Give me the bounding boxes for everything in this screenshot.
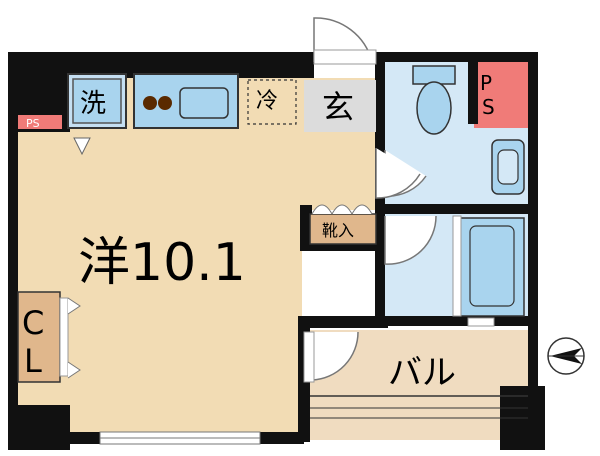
fridge-label: 冷 bbox=[256, 89, 278, 114]
closet-l-label: L bbox=[24, 342, 42, 380]
entrance-floor bbox=[304, 80, 376, 132]
toilet bbox=[416, 81, 452, 135]
entrance-label: 玄 bbox=[322, 88, 354, 126]
ps-right-p-label: P bbox=[480, 71, 492, 95]
sink bbox=[179, 87, 229, 119]
compass-icon bbox=[547, 337, 585, 375]
closet-c-label: C bbox=[22, 304, 44, 342]
bath-door bbox=[384, 215, 437, 265]
shoe-storage bbox=[309, 213, 377, 245]
washer-label: 洗 bbox=[80, 89, 106, 119]
western-room-label: 洋10.1 bbox=[78, 233, 246, 293]
drain-marker bbox=[73, 137, 91, 156]
ps-right-box bbox=[474, 62, 528, 128]
stove-burner bbox=[143, 96, 157, 110]
closet bbox=[17, 291, 61, 383]
western-room-floor bbox=[15, 132, 302, 432]
ps-left-label: PS bbox=[26, 117, 40, 130]
hall-floor bbox=[300, 132, 378, 210]
fridge-space bbox=[247, 79, 297, 125]
ps-left-box bbox=[18, 115, 62, 129]
stove-burner bbox=[158, 96, 172, 110]
balcony-door bbox=[311, 331, 359, 381]
ps-right-s-label: S bbox=[482, 95, 495, 119]
balcony-label: バル bbox=[388, 353, 456, 393]
hall-door bbox=[375, 148, 421, 199]
shoe-storage-label: 靴入 bbox=[322, 221, 354, 240]
